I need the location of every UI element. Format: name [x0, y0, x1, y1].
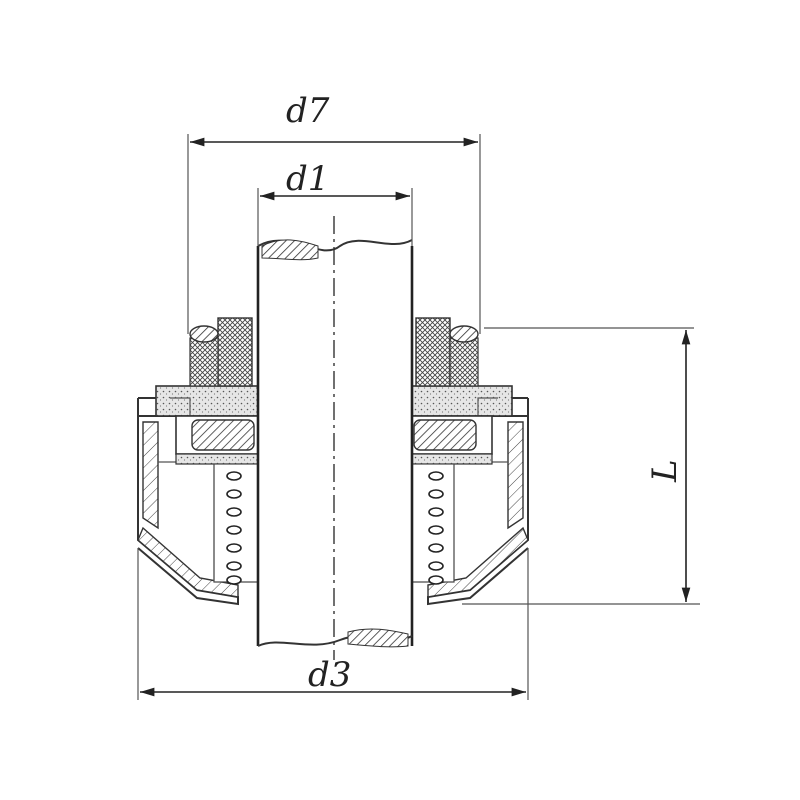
label-d7: d7 — [286, 91, 330, 131]
dimension-L: L — [462, 327, 700, 605]
label-L: L — [645, 459, 685, 483]
shaft — [256, 216, 414, 660]
label-d1: d1 — [286, 159, 329, 199]
dimension-d3: d3 — [137, 548, 529, 700]
spring-left — [213, 463, 261, 585]
gland-plate — [155, 385, 513, 417]
spring-right — [407, 463, 455, 585]
label-d3: d3 — [308, 655, 351, 695]
dimension-d7: d7 — [187, 91, 481, 334]
dimension-d1: d1 — [257, 159, 413, 246]
top-packing — [189, 317, 479, 387]
